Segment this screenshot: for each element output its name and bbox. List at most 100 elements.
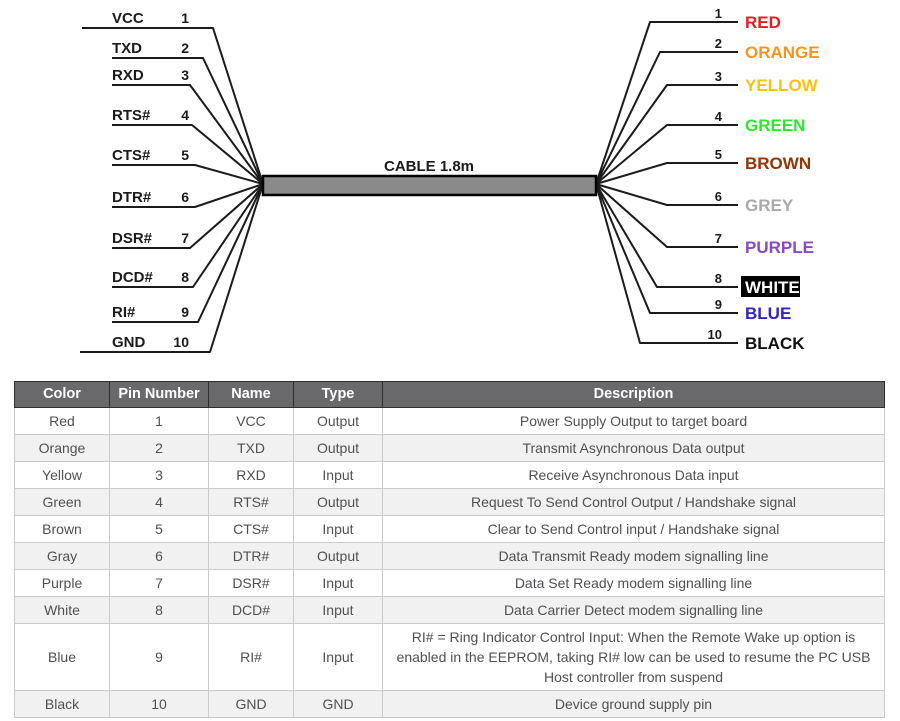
- left-pin: DSR#7: [112, 183, 264, 249]
- pin-name-label: RXD: [112, 67, 144, 84]
- left-pin: TXD 2: [112, 40, 264, 185]
- table-cell: Input: [293, 515, 383, 543]
- table-cell: Blue: [14, 623, 110, 691]
- wire-line: [112, 164, 264, 185]
- wire-line: [112, 84, 264, 185]
- pin-number-label: 9: [181, 304, 189, 320]
- table-cell: Input: [293, 461, 383, 489]
- pin-number-label: 10: [173, 334, 189, 350]
- pin-number-label: 8: [181, 269, 189, 285]
- pin-name-label: DTR#: [112, 189, 152, 206]
- table-cell: RXD: [208, 461, 294, 489]
- left-pin: RTS# 4: [112, 107, 264, 185]
- table-cell: 9: [109, 623, 209, 691]
- table-cell: 8: [109, 596, 209, 624]
- table-cell: Request To Send Control Output / Handsha…: [382, 488, 885, 516]
- table-cell: Transmit Asynchronous Data output: [382, 434, 885, 462]
- column-header: Description: [382, 381, 885, 408]
- table-cell: RI#: [208, 623, 294, 691]
- left-pin: GND 10: [80, 183, 264, 353]
- column-header: Color: [14, 381, 110, 408]
- pin-name-label: TXD: [112, 40, 142, 57]
- wire-line: [112, 183, 264, 323]
- table-cell: DSR#: [208, 569, 294, 597]
- wire-color-label: WHITE: [745, 278, 800, 297]
- table-cell: Data Set Ready modem signalling line: [382, 569, 885, 597]
- table-cell: 1: [109, 407, 209, 435]
- pin-number-label: 10: [708, 327, 722, 342]
- pin-number-label: 2: [181, 40, 189, 56]
- pin-name-label: GND: [112, 334, 146, 351]
- table-cell: VCC: [208, 407, 294, 435]
- table-cell: Input: [293, 596, 383, 624]
- pin-number-label: 5: [715, 147, 722, 162]
- wire-line: [80, 183, 264, 353]
- table-cell: Device ground supply pin: [382, 690, 885, 718]
- table-cell: Input: [293, 623, 383, 691]
- wire-color-label: GREEN: [745, 116, 805, 135]
- wire-line: [112, 183, 264, 288]
- wire-color-label: BLUE: [745, 304, 791, 323]
- wire-line: [595, 162, 738, 185]
- wire-line: [595, 21, 738, 185]
- table-cell: GND: [208, 690, 294, 718]
- pin-name-label: RI#: [112, 304, 136, 321]
- table-cell: GND: [293, 690, 383, 718]
- pin-name-label: DCD#: [112, 269, 153, 286]
- white-label-chip: [741, 276, 800, 297]
- left-pin: RI# 9: [112, 183, 264, 323]
- table-cell: 7: [109, 569, 209, 597]
- pin-name-label: RTS#: [112, 107, 151, 124]
- right-pin: 7 PURPLE: [595, 183, 814, 257]
- table-cell: Output: [293, 542, 383, 570]
- table-cell: 3: [109, 461, 209, 489]
- wire-color-label: ORANGE: [745, 43, 820, 62]
- wire-line: [112, 124, 264, 185]
- wire-line: [595, 183, 738, 288]
- wire-color-label: PURPLE: [745, 238, 814, 257]
- table-cell: DCD#: [208, 596, 294, 624]
- wire-line: [595, 183, 738, 248]
- table-cell: Output: [293, 407, 383, 435]
- table-cell: Red: [14, 407, 110, 435]
- table-cell: Output: [293, 488, 383, 516]
- table-cell: White: [14, 596, 110, 624]
- wire-line: [595, 124, 738, 185]
- table-cell: Orange: [14, 434, 110, 462]
- pin-number-label: 1: [181, 10, 189, 26]
- wire-line: [595, 183, 738, 314]
- table-cell: RI# = Ring Indicator Control Input: When…: [382, 623, 885, 691]
- wire-line: [595, 183, 738, 206]
- cable-label: CABLE 1.8m: [384, 158, 474, 175]
- table-cell: TXD: [208, 434, 294, 462]
- pin-number-label: 6: [715, 189, 722, 204]
- table-cell: CTS#: [208, 515, 294, 543]
- pin-number-label: 7: [715, 231, 722, 246]
- pin-number-label: 9: [715, 297, 722, 312]
- table-cell: Output: [293, 434, 383, 462]
- pin-number-label: 4: [181, 107, 189, 123]
- left-pin: DTR#6: [112, 183, 264, 208]
- table-cell: Data Transmit Ready modem signalling lin…: [382, 542, 885, 570]
- table-cell: Receive Asynchronous Data input: [382, 461, 885, 489]
- pin-number-label: 5: [181, 147, 189, 163]
- table-cell: Green: [14, 488, 110, 516]
- column-header: Name: [208, 381, 294, 408]
- table-cell: Gray: [14, 542, 110, 570]
